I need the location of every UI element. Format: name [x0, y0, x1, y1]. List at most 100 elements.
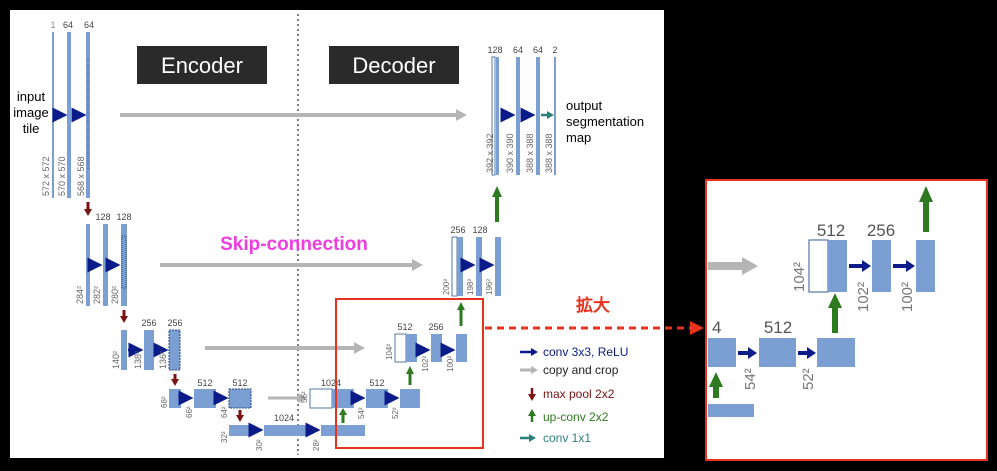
- size-d4-1: 54²: [357, 407, 366, 419]
- size-l3-0: 140²: [111, 351, 121, 369]
- ch-d2-1: 128: [472, 225, 487, 235]
- block-d2-a: [476, 237, 482, 296]
- ch-d3-1: 256: [428, 322, 443, 332]
- zoom-ch-top-0: 512: [817, 221, 845, 240]
- legend-copy: copy and crop: [543, 363, 619, 377]
- upconv-arrow-d1-head: [492, 186, 502, 197]
- block-d1-a: [516, 57, 520, 175]
- zoom-size-bottom-0: 54²: [742, 368, 759, 390]
- block-d2-upconv: [457, 237, 463, 296]
- size-d1-0: 392 x 392: [485, 133, 495, 173]
- input-label-line1: input: [17, 89, 46, 104]
- pool-arrow-l4-head: [236, 415, 244, 422]
- ch-l3-0: 256: [141, 318, 156, 328]
- size-d2-2: 196²: [485, 279, 494, 295]
- legend-up: up-conv 2x2: [543, 410, 609, 424]
- block-bottom-a: [264, 425, 308, 436]
- copy-arrow-l2-head: [412, 259, 423, 271]
- size-bottom-0: 32²: [220, 431, 229, 443]
- zoom-size-top-1: 102²: [855, 282, 872, 312]
- legend-pool-swatch-head: [528, 394, 536, 401]
- block-d3-upconv: [406, 334, 417, 362]
- legend: conv 3x3, ReLU copy and crop max pool 2x…: [520, 345, 628, 445]
- ch-bottom: 1024: [274, 413, 294, 423]
- legend-copy-swatch-head: [531, 366, 538, 374]
- encoder-label-box: [137, 46, 267, 84]
- legend-conv: conv 3x3, ReLU: [543, 345, 628, 359]
- block-d3-b: [456, 334, 467, 362]
- size-l1-2: 568 x 568: [76, 156, 86, 196]
- zoom-block-bottom-b: [817, 338, 855, 367]
- block-d2-copied: [451, 236, 458, 297]
- size-l2-0: 284²: [75, 286, 85, 304]
- block-bottom-pooled: [229, 425, 249, 436]
- block-l1-input: [52, 32, 54, 198]
- legend-conv1: conv 1x1: [543, 431, 591, 445]
- ch-l4-1: 512: [232, 378, 247, 388]
- skip-connection-label: Skip-connection: [220, 234, 368, 255]
- zoom-dashed-arrow-head: [690, 321, 704, 335]
- pool-arrow-l3-head: [171, 379, 179, 386]
- conv1x1-arrow-head: [547, 111, 554, 119]
- zoom-ch-bottom: 512: [764, 318, 792, 337]
- upconv-arrow-d4-head: [339, 408, 347, 415]
- output-label-line2: segmentation: [566, 114, 644, 129]
- copy-arrow-l3-head: [354, 342, 365, 354]
- size-l4-2: 64²: [220, 406, 229, 418]
- conv-arrow-head: [862, 260, 871, 272]
- ch-d1-3: 2: [552, 45, 557, 55]
- block-d4-upconv: [332, 389, 354, 408]
- block-l1-a: [67, 32, 71, 198]
- zoom-block-lowest: [708, 404, 754, 417]
- ch-l3-1: 256: [167, 318, 182, 328]
- output-label-line1: output: [566, 98, 603, 113]
- size-d1-2: 388 x 388: [525, 133, 535, 173]
- block-l4-pooled: [169, 389, 181, 408]
- zoom-block-copied: [808, 239, 829, 293]
- block-l4-b: [228, 388, 252, 409]
- size-bottom-1: 30²: [255, 439, 264, 451]
- block-l2-crop: [121, 235, 127, 289]
- zoom-label: 拡大: [576, 295, 610, 315]
- size-l1-0: 572 x 572: [41, 156, 51, 196]
- ch-d2-0: 256: [450, 225, 465, 235]
- zoom-size-top-0: 104²: [791, 262, 808, 292]
- ch-d3-0: 512: [397, 322, 412, 332]
- legend-pool: max pool 2x2: [543, 387, 615, 401]
- block-d1-copied: [491, 56, 496, 176]
- zoom-block-a: [872, 240, 891, 292]
- block-l3-b: [168, 329, 181, 371]
- zoom-panel: [705, 179, 988, 461]
- upconv-arrow-d2-head: [457, 302, 465, 310]
- ch-d1-0: 128: [487, 45, 502, 55]
- ch-l2-0: 128: [95, 212, 110, 222]
- zoom-ch-bottom-left: 4: [712, 318, 721, 337]
- input-label-line3: tile: [23, 121, 40, 136]
- legend-conv-swatch-head: [531, 348, 538, 356]
- size-l2-1: 282²: [92, 286, 102, 304]
- conv-arrow-head: [807, 347, 816, 359]
- block-d1-b: [536, 57, 540, 175]
- zoom-block-bottom-upconv: [708, 338, 736, 367]
- block-d1-output: [554, 57, 556, 175]
- encoder-label: Encoder: [161, 53, 243, 78]
- ch-l1-2: 64: [84, 20, 94, 30]
- size-d2-0: 200²: [442, 279, 451, 295]
- zoom-upconv-arrow-low-head: [709, 372, 723, 387]
- ch-l1-0: 1: [50, 20, 55, 30]
- zoom-size-top-2: 100²: [899, 282, 916, 312]
- block-d3-a: [431, 334, 442, 362]
- size-l2-2: 280²: [110, 286, 120, 304]
- block-l2-b: [121, 224, 127, 306]
- zoom-block-b: [916, 240, 935, 292]
- block-l3-a: [144, 330, 154, 370]
- size-l3-2: 136²: [158, 351, 168, 369]
- zoom-ch-top-1: 256: [867, 221, 895, 240]
- size-l4-1: 66²: [185, 406, 194, 418]
- output-label-line3: map: [566, 130, 591, 145]
- conv-arrow-head: [906, 260, 915, 272]
- ch-l1-1: 64: [63, 20, 73, 30]
- block-l3-pooled: [121, 330, 127, 370]
- zoom-block-upconv: [828, 240, 847, 292]
